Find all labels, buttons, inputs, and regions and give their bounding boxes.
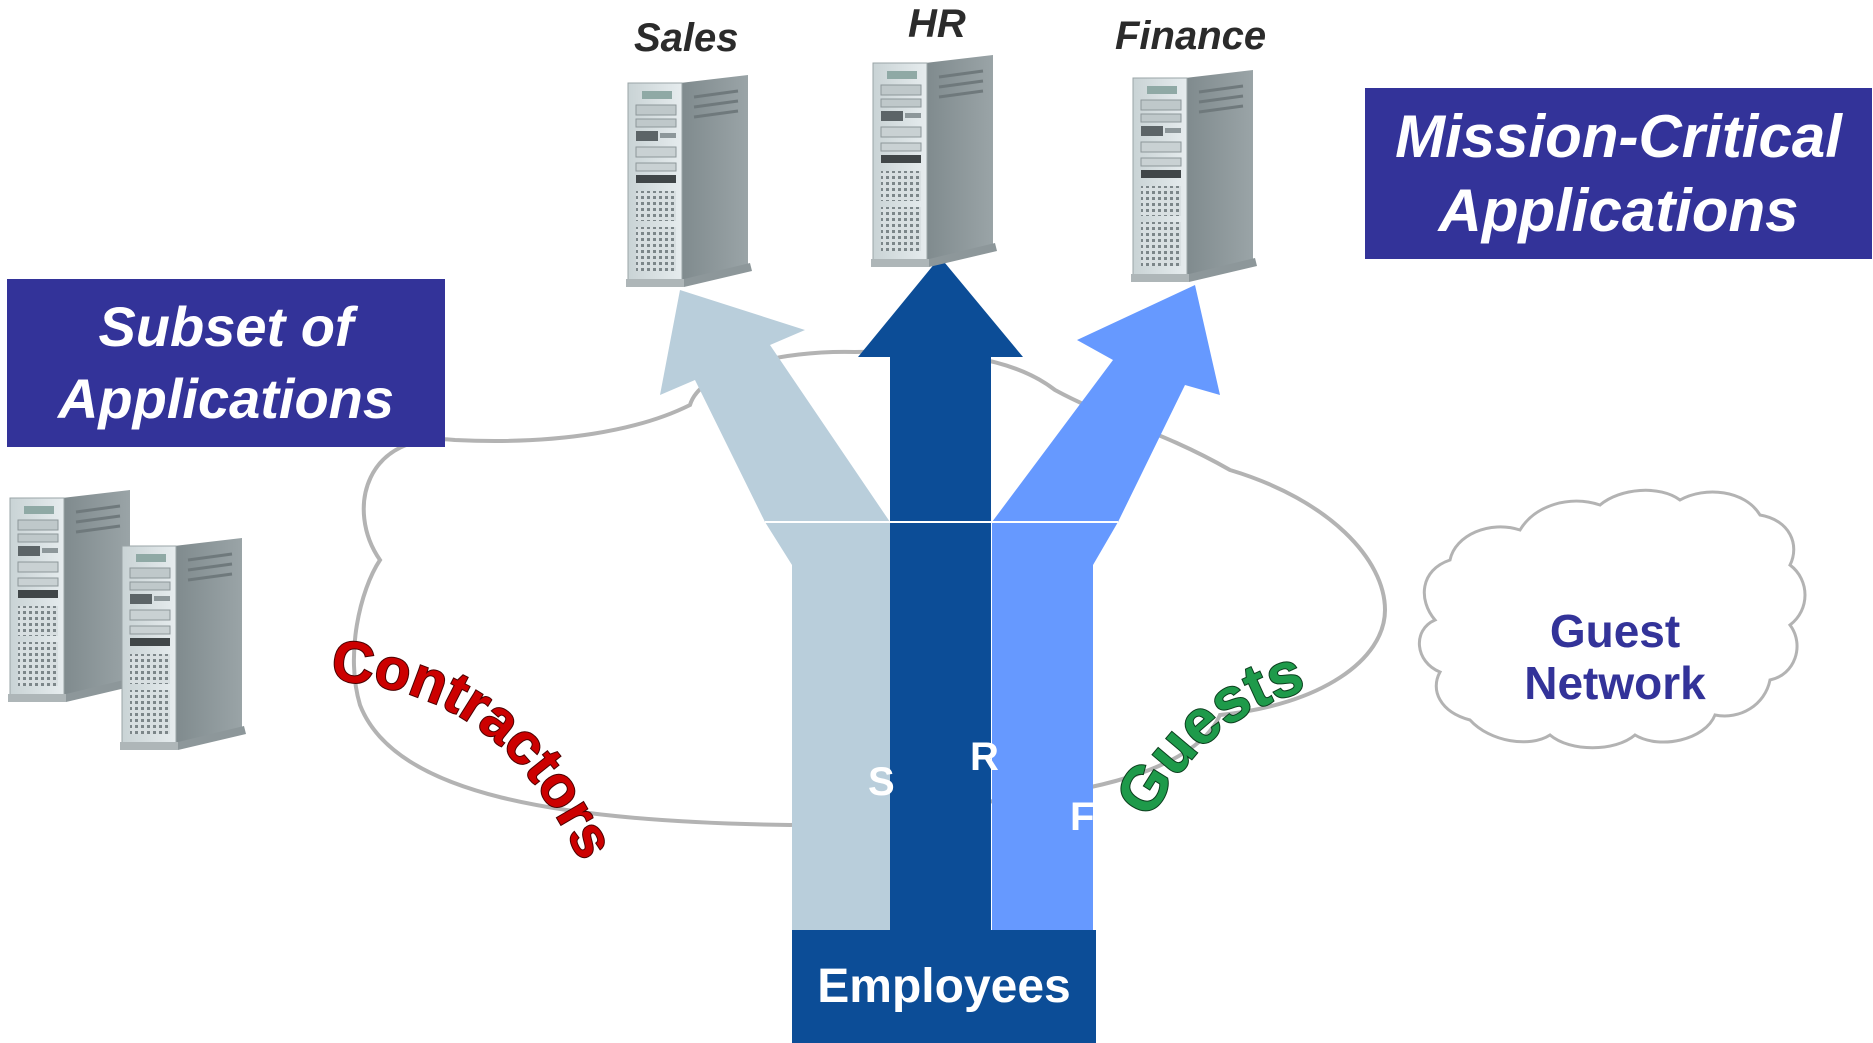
- subset-box-line1: Subset of: [98, 295, 354, 358]
- employees-box: Employees: [792, 930, 1096, 1043]
- sales-server-label: Sales: [634, 16, 739, 60]
- subset-server-icon: [118, 536, 248, 752]
- sales-arrow: [660, 290, 893, 930]
- hr-arrow: [858, 257, 1023, 930]
- guest-network-line1: Guest: [1549, 605, 1681, 657]
- hr-server-label: HR: [908, 2, 966, 46]
- subset-server-icon: [6, 488, 136, 704]
- finance-arrow: [992, 285, 1220, 930]
- mission-box-line2: Applications: [1438, 176, 1799, 244]
- guest-network-cloud: [1418, 488, 1807, 750]
- finance-stem-letter: F: [1070, 795, 1095, 839]
- sales-server-icon: [624, 73, 754, 289]
- hr-stem-letter: R: [970, 735, 999, 779]
- mission-box-line1: Mission-Critical: [1395, 102, 1842, 170]
- hr-server-icon: [869, 53, 999, 269]
- finance-server-label: Finance: [1115, 14, 1267, 58]
- sales-stem-letter: S: [868, 760, 895, 804]
- subset-of-applications-box: Subset of Applications: [7, 279, 445, 447]
- guest-network-label: Guest Network: [1465, 605, 1765, 709]
- finance-server-icon: [1129, 68, 1259, 284]
- guest-network-line2: Network: [1524, 657, 1706, 709]
- subset-box-line2: Applications: [57, 367, 395, 430]
- mission-critical-applications-box: Mission-Critical Applications: [1365, 88, 1872, 259]
